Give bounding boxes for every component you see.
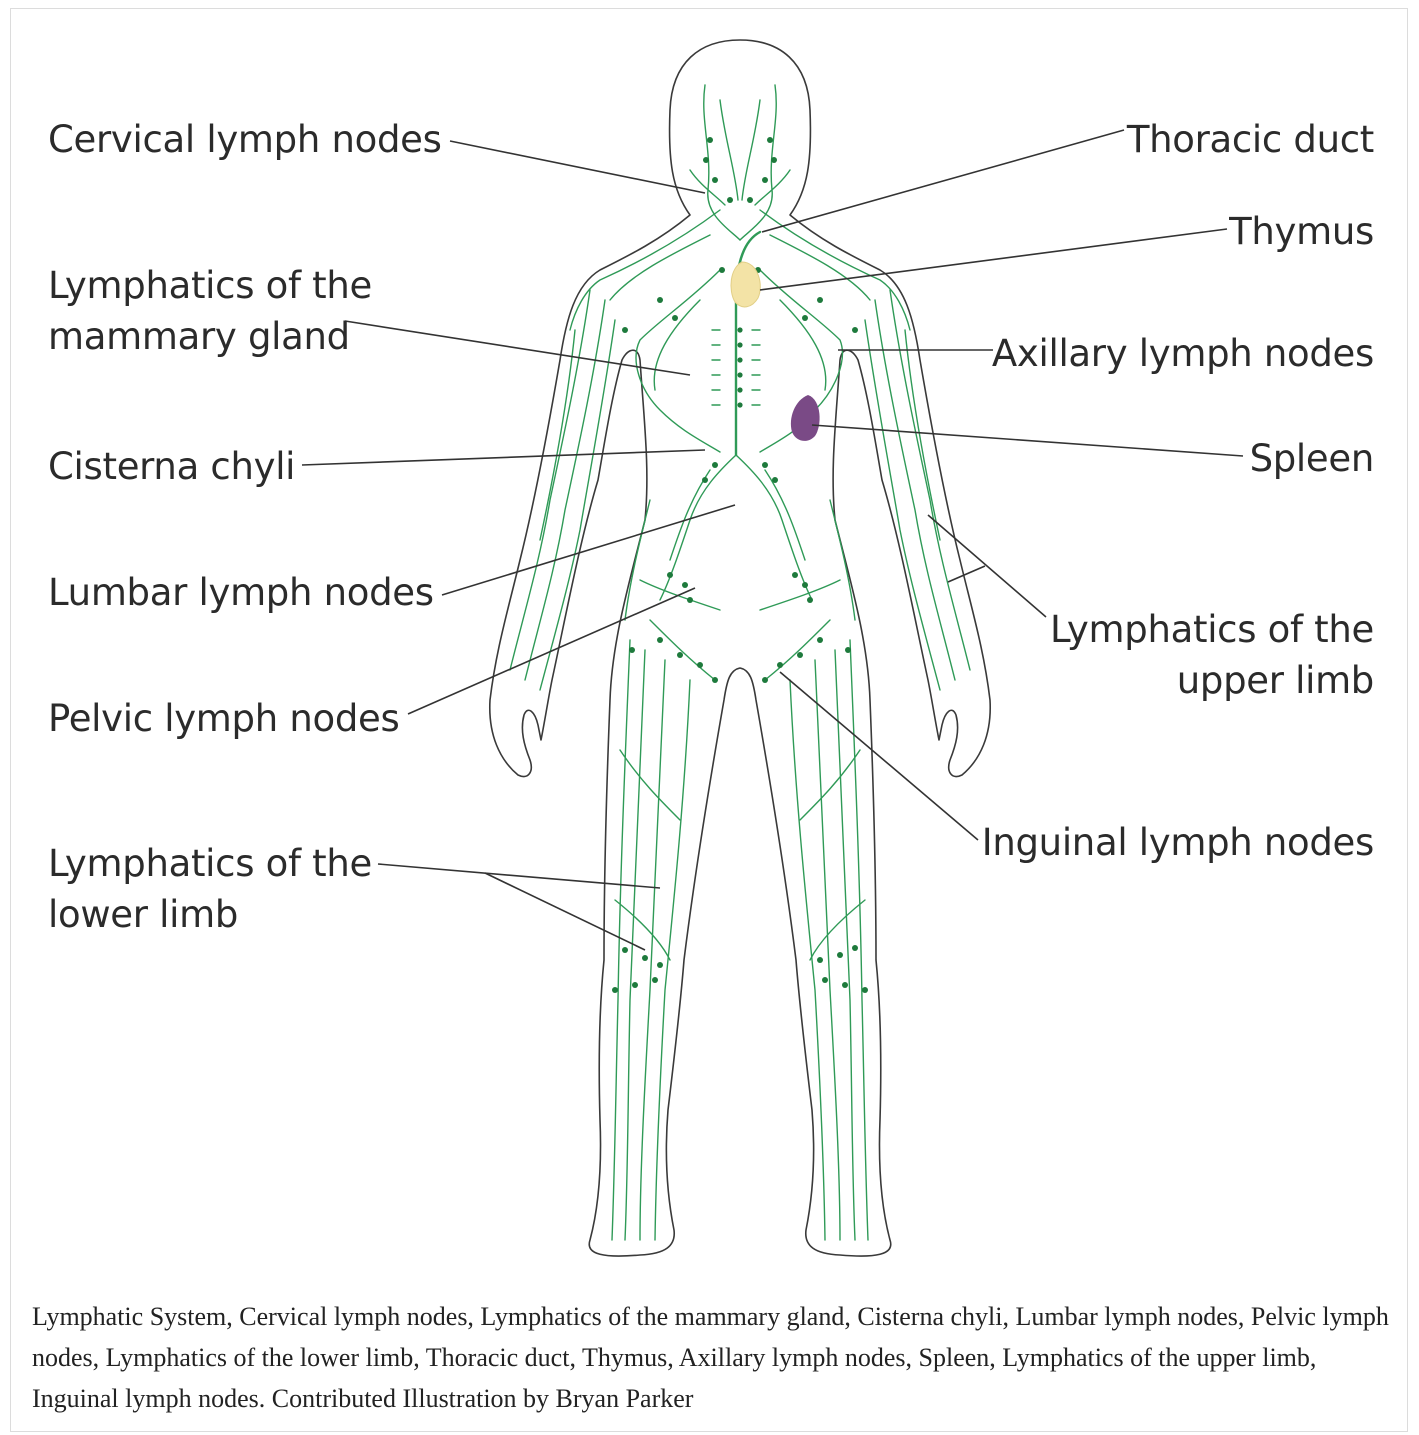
label-pelvic-lymph-nodes: Pelvic lymph nodes: [48, 693, 399, 744]
label-axillary-lymph-nodes: Axillary lymph nodes: [992, 328, 1374, 379]
label-thymus: Thymus: [1229, 206, 1374, 257]
spleen-organ: [791, 395, 820, 441]
label-upper-limb-line-2: upper limb: [1177, 655, 1374, 706]
body-outline: [490, 40, 990, 1256]
label-inguinal-lymph-nodes: Inguinal lymph nodes: [982, 817, 1374, 868]
label-mammary-line-2: mammary gland: [48, 311, 350, 362]
lymphatic-vessels: [510, 85, 970, 1240]
label-mammary-line-1: Lymphatics of the: [48, 260, 372, 311]
label-lumbar-lymph-nodes: Lumbar lymph nodes: [48, 567, 434, 618]
label-cisterna-chyli: Cisterna chyli: [48, 441, 295, 492]
label-cervical-lymph-nodes: Cervical lymph nodes: [48, 114, 442, 165]
label-upper-limb-line-1: Lymphatics of the: [1050, 604, 1374, 655]
label-thoracic-duct: Thoracic duct: [1127, 114, 1374, 165]
label-lower-limb-line-2: lower limb: [48, 889, 238, 940]
figure-caption: Lymphatic System, Cervical lymph nodes, …: [32, 1296, 1392, 1419]
label-spleen: Spleen: [1250, 433, 1374, 484]
label-lower-limb-line-1: Lymphatics of the: [48, 838, 372, 889]
